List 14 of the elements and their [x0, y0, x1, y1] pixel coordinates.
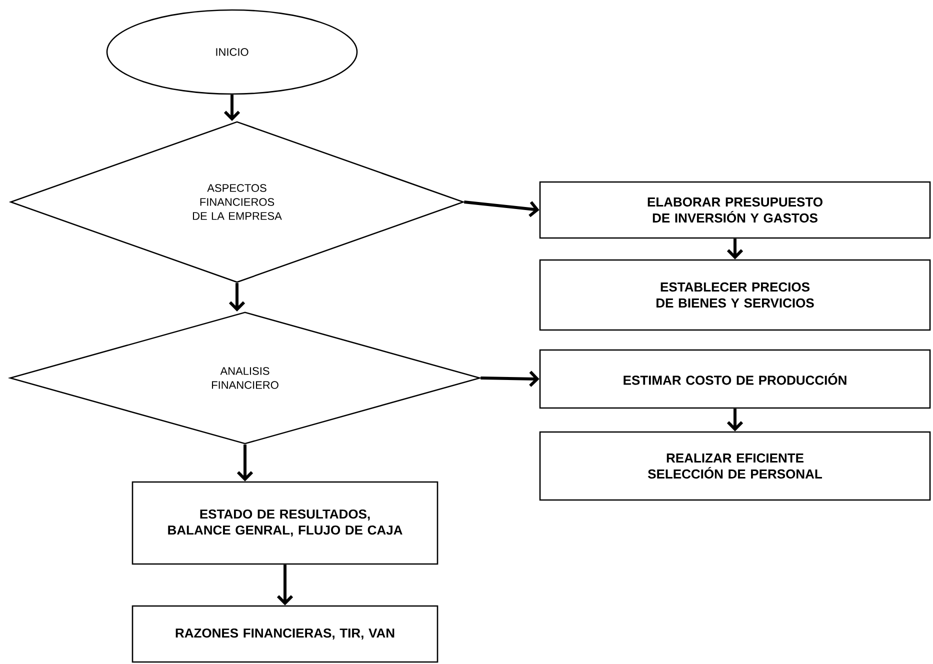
process-box: ELABORAR PRESUPUESTO DE INVERSIÓN Y GASTOS — [539, 181, 931, 239]
arrow — [726, 238, 744, 260]
process-box: ESTABLECER PRECIOS DE BIENES Y SERVICIOS — [539, 259, 931, 331]
process-box: ESTADO DE RESULTADOS, BALANCE GENRAL, FLUJO DE CAJA — [132, 481, 438, 565]
process-box: REALIZAR EFICIENTE SELECCIÓN DE PERSONAL — [539, 431, 931, 501]
arrow — [464, 200, 540, 218]
arrow — [236, 444, 254, 482]
process-box: RAZONES FINANCIERAS, TIR, VAN — [132, 605, 438, 663]
arrow — [276, 564, 294, 606]
arrow — [480, 370, 540, 387]
arrow — [224, 94, 240, 121]
arrow — [228, 283, 246, 312]
arrow — [726, 408, 744, 432]
process-box: ESTIMAR COSTO DE PRODUCCIÓN — [539, 349, 931, 409]
